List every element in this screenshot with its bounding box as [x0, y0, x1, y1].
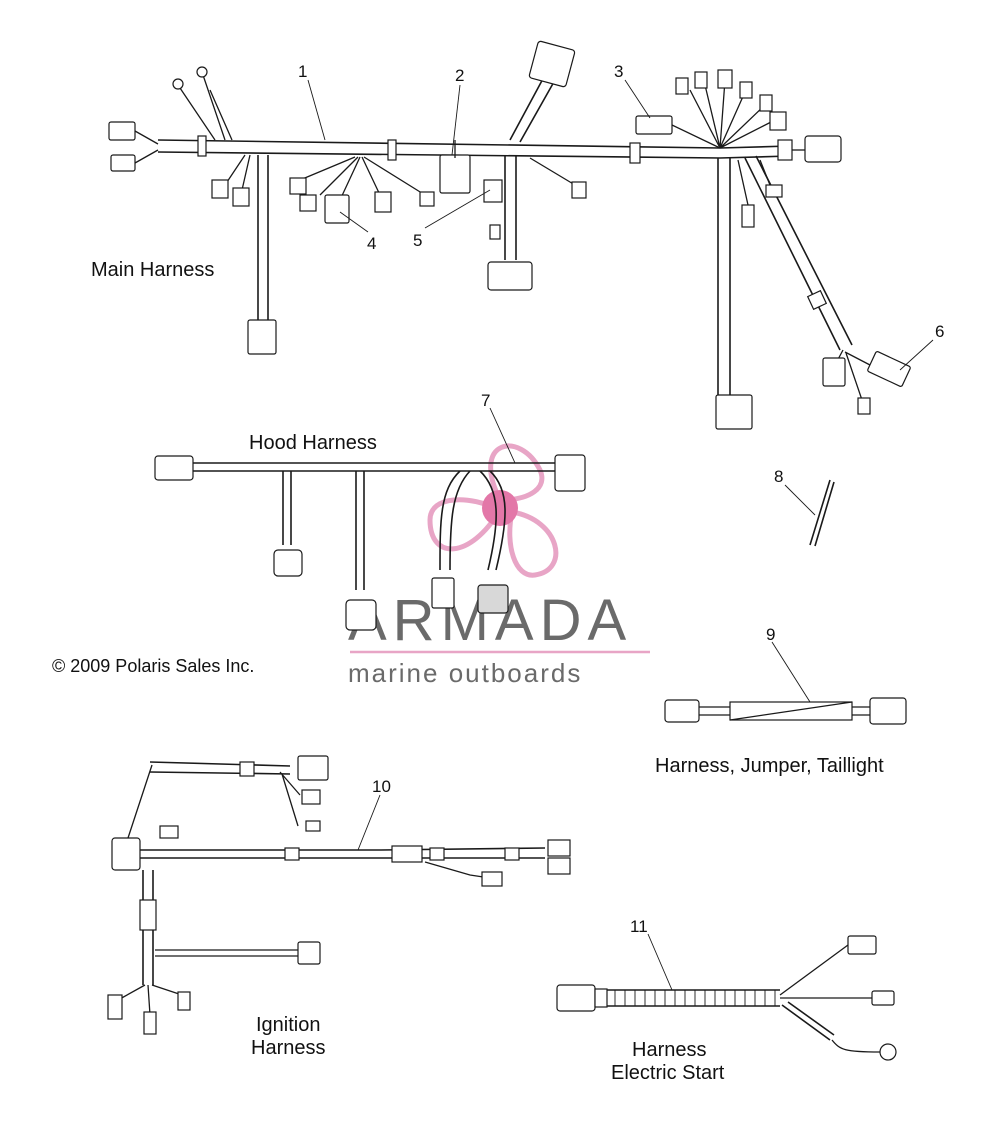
ignition-top-connector [297, 755, 329, 781]
main-left-connector-b [110, 154, 136, 172]
callout-2: 2 [455, 66, 464, 85]
ignition-bottom-conn-c [177, 991, 191, 1011]
c2-connector [439, 154, 471, 194]
c5-clip [489, 224, 501, 240]
callout-6: 6 [935, 322, 944, 341]
callout-5: 5 [413, 231, 422, 250]
ignition-clip-c [504, 847, 520, 861]
electric-start-harness-drawing [556, 935, 897, 1061]
jumper-left-connector [664, 699, 700, 723]
callout-4: 4 [367, 234, 376, 253]
fan-conn-d [739, 81, 753, 99]
label-ignition-line1: Ignition [256, 1014, 321, 1036]
callout-11: 11 [630, 917, 648, 936]
c6-conn-a [822, 357, 846, 387]
section-labels: Main Harness Hood Harness Harness, Jumpe… [52, 259, 884, 1084]
ring-terminal-a [172, 78, 184, 90]
main-right-small-conn [741, 204, 755, 228]
ignition-down-sleeve [139, 899, 157, 931]
fan-conn-a [675, 77, 689, 95]
c4-conn-c [374, 191, 392, 213]
main-long-drop-conn [715, 394, 753, 430]
main-top-connector [528, 40, 576, 88]
hood-drop-conn-d [477, 584, 509, 614]
label-ignition-line2: Harness [251, 1037, 325, 1059]
callout-7: 7 [481, 391, 490, 410]
main-clip-a [197, 135, 207, 157]
estart-top-connector [847, 935, 877, 955]
jumper-right-connector [869, 697, 907, 725]
ignition-top-conn-b [301, 789, 321, 805]
jumper-taillight-drawing [664, 697, 907, 725]
main-clip-c [629, 142, 641, 164]
ignition-clip-b [429, 847, 445, 861]
callout-numbers: 1 2 3 4 5 6 7 8 9 10 11 [298, 62, 944, 936]
propeller-logo [427, 443, 559, 578]
ignition-side-conn [159, 825, 179, 839]
c6-conn-b [867, 351, 911, 387]
label-main-harness: Main Harness [91, 259, 214, 281]
hood-left-connector [154, 455, 194, 481]
ring-terminal-b [196, 66, 208, 78]
copyright-notice: © 2009 Polaris Sales Inc. [52, 656, 254, 676]
ignition-sleeve-joint [391, 845, 423, 863]
c4-conn-b [299, 194, 317, 212]
label-jumper-taillight: Harness, Jumper, Taillight [655, 755, 884, 777]
estart-mid-connector [871, 990, 895, 1006]
callout-10: 10 [372, 777, 391, 796]
callout-9: 9 [766, 625, 775, 644]
ignition-top-conn-c [305, 820, 321, 832]
main-harness-drawing [108, 40, 911, 430]
estart-ring-terminal [879, 1043, 897, 1061]
part8-drawing [809, 479, 835, 547]
estart-left-boot [594, 988, 608, 1008]
hood-harness-drawing [154, 454, 586, 631]
callout-3: 3 [614, 62, 623, 81]
ignition-clip-a [284, 847, 300, 861]
main-drop-connector [247, 319, 277, 355]
ignition-main-connector [111, 837, 141, 871]
main-right-conn-b [804, 135, 842, 163]
ignition-harness-drawing [107, 755, 571, 1035]
main-clip-b [387, 139, 397, 161]
label-hood-harness: Hood Harness [249, 432, 377, 454]
main-right-conn-a [777, 139, 793, 161]
main-branch-conn-b [232, 187, 250, 207]
leader-lines [307, 79, 934, 991]
callout-8: 8 [774, 467, 783, 486]
ignition-right-conn-b [547, 857, 571, 875]
c6-upper-conn [765, 184, 783, 198]
c4-conn-a [289, 177, 307, 195]
fan-conn-e [759, 94, 773, 112]
ignition-top-clip [239, 761, 255, 777]
c3-connector [635, 115, 673, 135]
c4-conn-d [419, 191, 435, 207]
hood-drop-conn-a [273, 549, 303, 577]
ignition-small-conn [481, 871, 503, 887]
c6-conn-c [857, 397, 871, 415]
c5-lower-connector [487, 261, 533, 291]
watermark-tagline: marine outboards [348, 658, 582, 688]
ignition-bottom-conn-b [143, 1011, 157, 1035]
main-left-connector-a [108, 121, 136, 141]
c5-connector [483, 179, 503, 203]
hood-right-connector [554, 454, 586, 492]
fan-conn-f [769, 111, 787, 131]
ignition-mid-connector [297, 941, 321, 965]
label-electric-line2: Electric Start [611, 1062, 725, 1084]
fan-conn-c [717, 69, 733, 89]
hood-drop-conn-c [431, 577, 455, 609]
c6-clip [806, 289, 828, 311]
fan-conn-b [694, 71, 708, 89]
estart-left-connector [556, 984, 596, 1012]
callout-1: 1 [298, 62, 307, 81]
main-branch-conn-a [211, 179, 229, 199]
ignition-bottom-conn-a [107, 994, 123, 1020]
label-electric-line1: Harness [632, 1039, 706, 1061]
c4-conn-main [324, 194, 350, 224]
hood-drop-conn-b [345, 599, 377, 631]
main-small-conn [571, 181, 587, 199]
ignition-right-conn-a [547, 839, 571, 857]
